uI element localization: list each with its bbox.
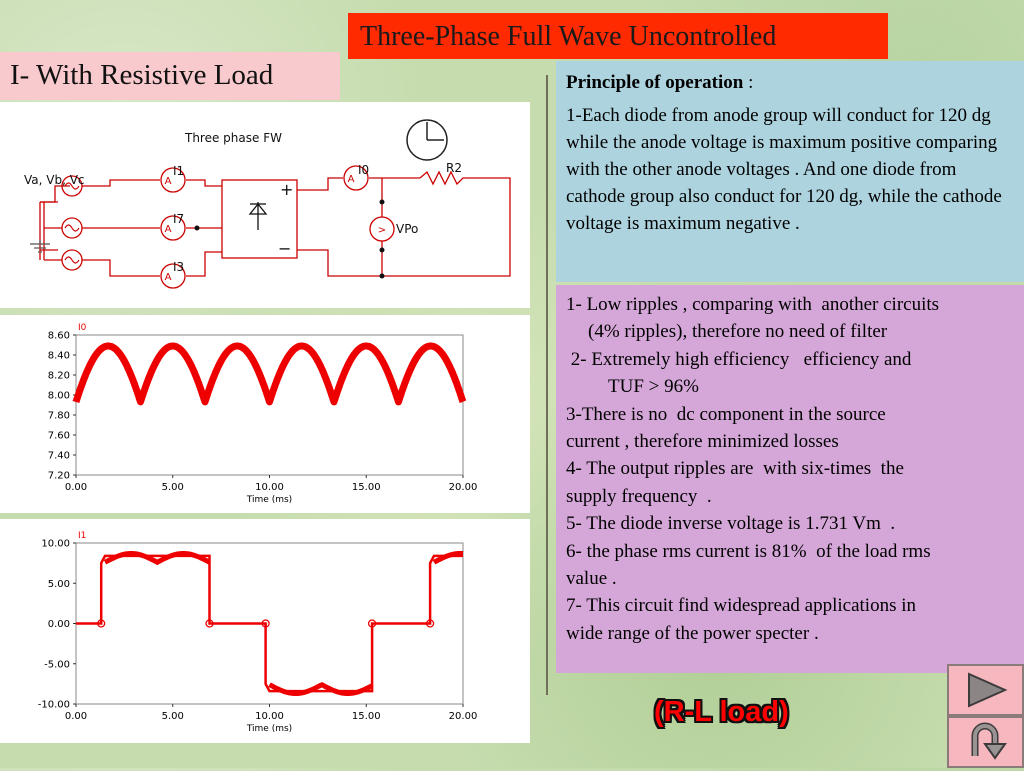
vertical-divider [546,75,548,695]
play-triangle-icon [968,672,1008,708]
ammeter-i7 [160,215,186,241]
ammeter-i3-label: I3 [173,260,184,274]
feature-line: 4- The output ripples are with six-times… [566,458,904,480]
y-tick-label: 8.00 [48,391,70,402]
features-box: 1- Low ripples , comparing with another … [556,285,1024,673]
resistor-label: R2 [446,161,462,175]
feature-line: 5- The diode inverse voltage is 1.731 Vm… [566,513,896,535]
i1-ripple-segment [268,682,374,696]
series-label: I0 [78,323,87,333]
y-tick-label: 8.60 [48,331,70,342]
ammeter-i1-label: I1 [173,164,184,178]
feature-line: supply frequency . [566,485,712,507]
x-tick-label: 15.00 [352,711,381,722]
feature-line: (4% ripples), therefore no need of filte… [588,321,888,343]
feature-line: 1- Low ripples , comparing with another … [566,294,940,315]
clock-icon [406,119,448,161]
i1-transition-marker [261,619,270,628]
y-tick-label: 7.40 [48,451,70,462]
ammeter-i7-symbol: A [165,224,172,235]
x-tick-label: 20.00 [449,482,478,493]
ammeter-i1-symbol: A [165,176,172,187]
y-tick-label: -10.00 [38,700,70,711]
bridge-minus: − [278,239,291,258]
ammeter-i0 [343,165,369,191]
y-tick-label: -5.00 [44,659,70,670]
i1-ripple-segment [432,551,464,565]
x-tick-label: 5.00 [162,482,184,493]
u-turn-arrow-icon [971,722,1007,760]
rl-load-link[interactable]: (R-L load) [654,696,789,728]
x-tick-label: 15.00 [352,482,381,493]
principle-body: 1-Each diode from anode group will condu… [566,105,1002,234]
ground-icon [30,240,50,253]
principle-box: Principle of operation : 1-Each diode fr… [556,61,1024,282]
series-label: I1 [78,531,86,541]
y-tick-label: 8.40 [48,351,70,362]
ammeter-i3 [160,263,186,289]
feature-line: 3-There is no dc component in the source [566,403,886,425]
x-tick-label: 0.00 [65,482,87,493]
i1-transition-marker [425,619,435,628]
feature-line: current , therefore minimized losses [566,431,839,453]
circuit-diagram-panel: Three phase FW Va, Vb, Vc I1 I7 I3 I0 R2… [0,102,530,308]
feature-line: TUF > 96% [608,376,699,398]
principle-heading: Principle of operation [566,72,744,93]
x-axis-label: Time (ms) [246,724,292,734]
x-tick-label: 10.00 [255,482,284,493]
return-button[interactable] [947,716,1024,768]
i1-waveform-line [76,554,463,693]
i0-waveform-panel: 7.20 7.40 7.60 7.80 8.00 8.20 8.40 8.60 0.00 5.00… [0,315,530,513]
voltmeter-label: VPo [396,222,418,236]
x-tick-label: 5.00 [162,711,184,722]
circuit-title: Three phase FW [184,131,282,145]
x-axis-label: Time (ms) [246,495,292,505]
feature-line: wide range of the power specter . [566,622,819,644]
i1-transition-marker [367,619,377,628]
i0-waveform-line [72,342,467,406]
voltmeter-symbol: > [378,225,386,236]
circuit-diagram: Three phase FW Va, Vb, Vc I1 I7 I3 I0 R2… [24,119,511,289]
ammeter-i0-label: I0 [358,163,369,177]
ammeter-i0-symbol: A [348,174,355,185]
i1-ripple-segment [103,551,211,566]
ammeter-i3-symbol: A [165,272,172,283]
ammeter-i1 [160,167,186,193]
diode-bridge-icon [248,202,268,230]
x-tick-label: 10.00 [255,711,284,722]
feature-line: value . [566,568,617,590]
feature-line: 7- This circuit find widespread applicat… [566,595,917,617]
bridge-plus: + [280,180,293,199]
ammeter-i7-label: I7 [173,212,184,226]
x-tick-label: 0.00 [65,711,87,722]
slide-title: Three-Phase Full Wave Uncontrolled [348,13,888,59]
y-tick-label: 8.20 [48,371,70,382]
i1-waveform-chart: -10.00 -5.00 0.00 5.00 10.00 0.00 5.00 10.00 15.… [38,531,478,734]
y-tick-label: 7.80 [48,411,70,422]
y-tick-label: 7.60 [48,431,70,442]
x-tick-label: 20.00 [449,711,478,722]
voltmeter-vpo [369,216,395,242]
source-label: Va, Vb, Vc [24,173,85,187]
next-slide-button[interactable] [947,664,1024,716]
y-tick-label: 10.00 [41,539,70,550]
i0-waveform-chart: 7.20 7.40 7.60 7.80 8.00 8.20 8.40 8.60 0.00 5.00… [48,323,478,505]
y-tick-label: 5.00 [48,579,70,590]
y-tick-label: 7.20 [48,471,70,482]
y-tick-label: 0.00 [48,619,70,630]
principle-heading-suffix: : [743,72,754,93]
feature-line: 6- the phase rms current is 81% of the l… [566,540,931,562]
slide-subtitle: I- With Resistive Load [0,52,340,100]
feature-line: 2- Extremely high efficiency efficiency … [566,348,912,370]
i1-waveform-panel: -10.00 -5.00 0.00 5.00 10.00 0.00 5.00 10.00 15.… [0,519,530,743]
i1-transition-marker [97,619,106,628]
i1-transition-marker [205,619,214,628]
